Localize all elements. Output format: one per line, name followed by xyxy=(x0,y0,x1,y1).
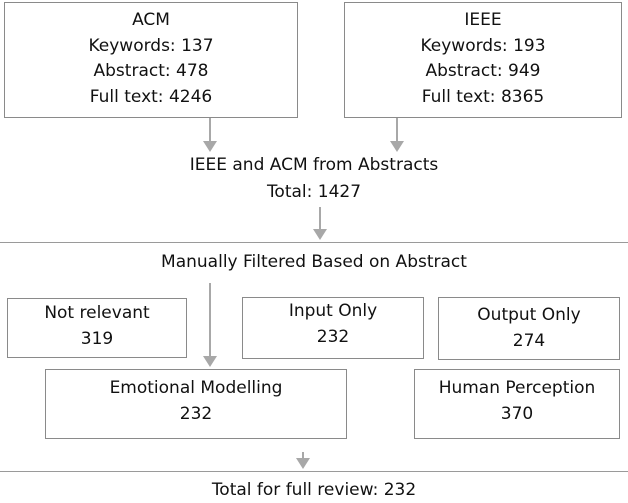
human-perception-count: 370 xyxy=(500,403,534,424)
output-only-count: 274 xyxy=(512,330,546,351)
emotional-arrow-shaft xyxy=(209,283,211,357)
human-perception-label: Human Perception xyxy=(438,378,596,398)
final-arrow-shaft xyxy=(302,452,304,460)
input-only-box: Input Only 232 xyxy=(242,297,424,359)
output-only-box: Output Only 274 xyxy=(438,297,620,360)
not-relevant-count: 319 xyxy=(80,328,114,349)
acm-name: ACM xyxy=(132,10,170,30)
ieee-abstract: Abstract: 949 xyxy=(425,61,541,81)
combined-arrow-shaft xyxy=(319,207,321,231)
not-relevant-label: Not relevant xyxy=(44,303,150,323)
emotional-modelling-box: Emotional Modelling 232 xyxy=(45,369,347,439)
emotional-modelling-label: Emotional Modelling xyxy=(109,378,283,398)
combined-title: IEEE and ACM from Abstracts xyxy=(189,155,439,175)
divider-top xyxy=(0,242,628,243)
ieee-name: IEEE xyxy=(464,10,502,30)
input-only-count: 232 xyxy=(316,326,350,347)
ieee-keywords: Keywords: 193 xyxy=(420,35,546,56)
human-perception-box: Human Perception 370 xyxy=(414,369,620,439)
acm-arrow-head xyxy=(203,141,217,152)
divider-bottom xyxy=(0,471,628,472)
ieee-full-text: Full text: 8365 xyxy=(421,86,545,107)
final-total-label: Total for full review: 232 xyxy=(211,480,417,500)
ieee-source-box: IEEE Keywords: 193 Abstract: 949 Full te… xyxy=(344,2,622,118)
ieee-arrow-head xyxy=(390,141,404,152)
emotional-arrow-head xyxy=(203,356,217,367)
not-relevant-box: Not relevant 319 xyxy=(7,298,187,358)
acm-source-box: ACM Keywords: 137 Abstract: 478 Full tex… xyxy=(4,2,298,118)
final-arrow-head xyxy=(296,458,310,469)
combined-total: Total: 1427 xyxy=(266,182,362,202)
acm-abstract: Abstract: 478 xyxy=(93,61,209,81)
ieee-arrow-shaft xyxy=(396,118,398,143)
acm-arrow-shaft xyxy=(209,118,211,143)
input-only-label: Input Only xyxy=(288,301,378,321)
acm-full-text: Full text: 4246 xyxy=(89,86,213,107)
acm-keywords: Keywords: 137 xyxy=(88,35,214,56)
output-only-label: Output Only xyxy=(477,305,581,325)
combined-arrow-head xyxy=(313,229,327,240)
filter-stage-label: Manually Filtered Based on Abstract xyxy=(161,252,467,272)
emotional-modelling-count: 232 xyxy=(179,403,213,424)
